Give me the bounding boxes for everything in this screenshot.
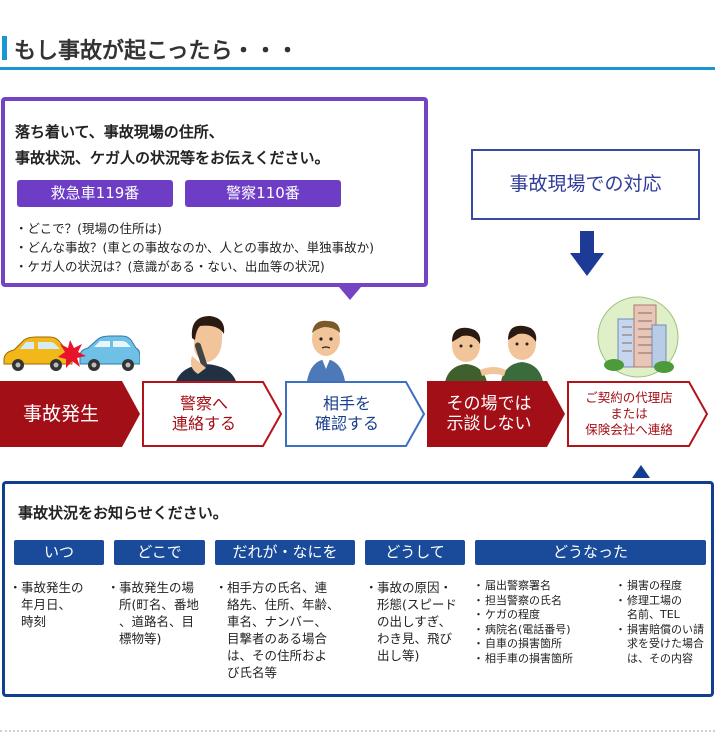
phone-caller-illustration <box>174 316 238 390</box>
list-item: 病院名(電話番号) <box>473 623 573 638</box>
info-box-tail <box>632 465 650 478</box>
step-arrow-shape <box>567 381 709 447</box>
step-accident-occurs: 事故発生 <box>0 381 140 447</box>
list-item: 届出警察署名 <box>473 579 573 594</box>
list-item: 事故の原因・ 形態(スピード の出しすぎ、 わき見、飛び 出し等) <box>365 579 457 664</box>
info-heading: 事故状況をお知らせください。 <box>18 504 228 522</box>
step-contact-police: 警察へ 連絡する <box>142 381 283 447</box>
col-header-why: どうして <box>365 540 465 565</box>
step-arrow-shape <box>142 381 283 447</box>
emergency-callout: 落ち着いて、事故現場の住所、 事故状況、ケガ人の状況等をお伝えください。 救急車… <box>1 97 428 287</box>
scene-response-label: 事故現場での対応 <box>509 173 662 195</box>
step-label: その場では 示談しない <box>446 394 532 434</box>
police-number-badge: 警察110番 <box>185 180 341 207</box>
callout-message-line2: 事故状況、ケガ人の状況等をお伝えください。 <box>15 149 330 167</box>
col-header-who-what: だれが・なにを <box>215 540 355 565</box>
step-contact-insurer: ご契約の代理店 または 保険会社へ連絡 <box>567 381 709 447</box>
page-title-bar: もし事故が起こったら・・・ <box>0 32 715 70</box>
list-item: 損害賠償のい請 求を受けた場合 は、その内容 <box>615 623 704 667</box>
bottom-divider <box>0 730 715 732</box>
step-arrow-shape <box>427 381 565 447</box>
result-list-right: 損害の程度 修理工場の 名前、TEL 損害賠償のい請 求を受けた場合 は、その内… <box>615 579 704 667</box>
callout-bullet: ・どこで？(現場の住所は) <box>15 221 162 236</box>
col-header-result: どうなった <box>475 540 706 565</box>
callout-tail <box>339 287 361 300</box>
accident-info-box: 事故状況をお知らせください。 いつ どこで だれが・なにを どうして どうなった… <box>2 481 714 697</box>
step-label: ご契約の代理店 または 保険会社へ連絡 <box>585 390 673 437</box>
list-item: 自車の損害箇所 <box>473 637 573 652</box>
step-confirm-other-party: 相手を 確認する <box>285 381 426 447</box>
page-title: もし事故が起こったら・・・ <box>14 39 299 64</box>
scene-response-box: 事故現場での対応 <box>471 149 700 220</box>
callout-bullet: ・ケガ人の状況は？(意識がある・ない、出血等の状況) <box>15 259 325 274</box>
list-item: ケガの程度 <box>473 608 573 623</box>
step-label: 相手を 確認する <box>314 394 379 433</box>
list-item: 事故発生の場 所(町名、番地 、道路名、目 標物等) <box>107 579 199 647</box>
where-list: 事故発生の場 所(町名、番地 、道路名、目 標物等) <box>107 579 199 647</box>
when-list: 事故発生の 年月日、 時刻 <box>9 579 84 630</box>
office-building-illustration <box>597 296 679 378</box>
col-header-where: どこで <box>114 540 205 565</box>
step-arrow-shape <box>0 381 140 447</box>
why-list: 事故の原因・ 形態(スピード の出しすぎ、 わき見、飛び 出し等) <box>365 579 457 664</box>
list-item: 事故発生の 年月日、 時刻 <box>9 579 84 630</box>
step-label: 警察へ 連絡する <box>171 394 236 433</box>
col-header-when: いつ <box>14 540 104 565</box>
step-arrow-shape <box>285 381 426 447</box>
down-arrow-icon <box>570 231 604 276</box>
who-what-list: 相手方の氏名、連 絡先、住所、年齢、 車名、ナンバー、 目撃者のある場合 は、そ… <box>215 579 340 681</box>
callout-bullet-list: ・どこで？(現場の住所は) ・どんな事故？(車との事故なのか、人との事故か、単独… <box>15 219 374 276</box>
step-do-not-settle: その場では 示談しない <box>427 381 565 447</box>
list-item: 損害の程度 <box>615 579 704 594</box>
list-item: 相手方の氏名、連 絡先、住所、年齢、 車名、ナンバー、 目撃者のある場合 は、そ… <box>215 579 340 681</box>
step-label: 事故発生 <box>22 403 99 425</box>
ambulance-number-badge: 救急車119番 <box>17 180 173 207</box>
list-item: 相手車の損害箇所 <box>473 652 573 667</box>
two-people-talking-illustration <box>444 325 544 388</box>
list-item: 担当警察の氏名 <box>473 594 573 609</box>
title-accent-bar <box>2 36 7 60</box>
car-collision-illustration <box>3 335 140 371</box>
confirm-person-illustration <box>306 320 346 389</box>
callout-bullet: ・どんな事故？(車との事故なのか、人との事故か、単独事故か) <box>15 240 375 255</box>
callout-message: 落ち着いて、事故現場の住所、 事故状況、ケガ人の状況等をお伝えください。 <box>15 119 330 171</box>
callout-message-line1: 落ち着いて、事故現場の住所、 <box>15 123 224 141</box>
result-list-left: 届出警察署名 担当警察の氏名 ケガの程度 病院名(電話番号) 自車の損害箇所 相… <box>473 579 573 667</box>
list-item: 修理工場の 名前、TEL <box>615 594 704 623</box>
